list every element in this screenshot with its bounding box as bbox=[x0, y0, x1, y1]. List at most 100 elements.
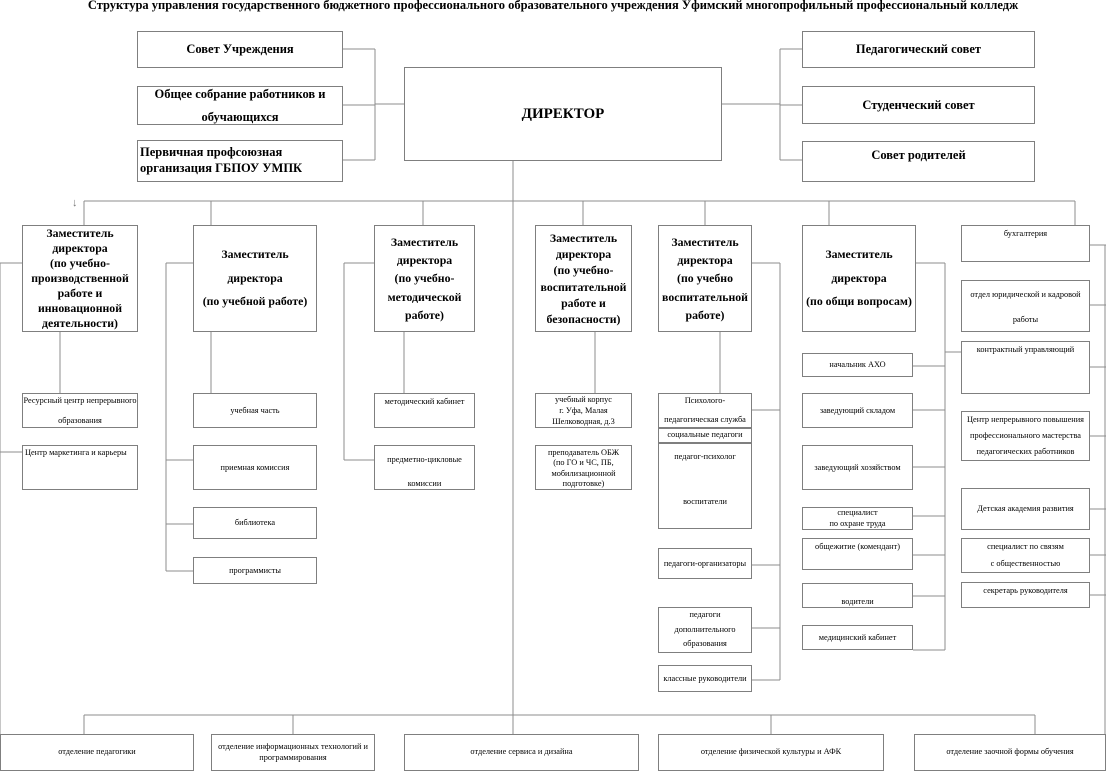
box-text-line: классные руководители bbox=[663, 673, 747, 683]
unit-d6-0: начальник АХО bbox=[802, 353, 913, 377]
box-text-line: приемная комиссия bbox=[220, 462, 290, 472]
council-left-2: Первичная профсоюзная организация ГБПОУ У… bbox=[137, 140, 343, 182]
box-text-line: водители bbox=[841, 596, 874, 606]
box-text-line: Ресурсный центр непрерывного bbox=[23, 395, 137, 405]
unit-d6-1: заведующий складом bbox=[802, 393, 913, 428]
box-text-line: работе и bbox=[561, 295, 606, 310]
box-text-line: программирования bbox=[259, 752, 327, 762]
box-text-line: Шелководная, д.3 bbox=[552, 417, 615, 427]
box-text-line: мобилизационной bbox=[551, 468, 616, 478]
box-text-line: секретарь руководителя bbox=[983, 586, 1068, 595]
box-text-line: учебный корпус bbox=[555, 394, 612, 404]
council-line: Совет Учреждения bbox=[186, 42, 294, 56]
box-text-line: воспитательной bbox=[662, 289, 748, 304]
box-text-line: педагог-психолог bbox=[674, 452, 736, 461]
box-text-line: подготовке) bbox=[562, 479, 605, 489]
unit-bottom-0: отделение педагогики bbox=[0, 734, 194, 771]
box-text-line: отделение заочной формы обучения bbox=[946, 747, 1074, 757]
box-text-line: преподаватель ОБЖ bbox=[547, 448, 620, 457]
box-text-line: работе) bbox=[685, 307, 725, 322]
unit-bottom-4: отделение заочной формы обучения bbox=[914, 734, 1106, 771]
page-title: Структура управления государственного бю… bbox=[87, 0, 1019, 12]
unit-d5-2: педагог-психолог воспитатели bbox=[658, 443, 752, 529]
box-text-line: контрактный управляющий bbox=[976, 345, 1075, 354]
deputy-1: Заместитель директора (по учебной работе… bbox=[193, 225, 317, 332]
deputy-5: Заместитель директора (по общи вопросам) bbox=[802, 225, 916, 332]
unit-d6-6: медицинский кабинет bbox=[802, 625, 913, 650]
unit-d5-5: классные руководители bbox=[658, 665, 752, 692]
box-text-line: педагоги-организаторы bbox=[663, 558, 747, 568]
box-text-line: (по учебной работе) bbox=[202, 294, 308, 309]
box-text-line: работы bbox=[1012, 314, 1039, 324]
council-line: организация ГБПОУ УМПК bbox=[140, 161, 303, 175]
unit-d5-0: Психолого-педагогическая служба bbox=[658, 393, 752, 428]
unit-d2-1: приемная комиссия bbox=[193, 445, 317, 490]
unit-d2-2: библиотека bbox=[193, 507, 317, 539]
box-text-line: (по общи вопросам) bbox=[806, 294, 912, 309]
box-text-line: Центр маркетинга и карьеры bbox=[25, 448, 127, 457]
box-text-line: Заместитель bbox=[390, 234, 459, 249]
box-text-line: Заместитель bbox=[221, 247, 289, 261]
box-text-line: директора bbox=[227, 270, 283, 285]
council-left-0: Совет Учреждения bbox=[137, 31, 343, 68]
box-text-line: производственной bbox=[31, 270, 129, 285]
unit-right-6: секретарь руководителя bbox=[961, 582, 1090, 608]
unit-d5-3: педагоги-организаторы bbox=[658, 548, 752, 579]
council-right-2: Совет родителей bbox=[802, 141, 1035, 182]
unit-right-4: Детская академия развития bbox=[961, 488, 1090, 530]
box-text-line: директора bbox=[52, 240, 108, 255]
box-text-line: педагогических работников bbox=[976, 447, 1075, 457]
box-text-line: директора bbox=[831, 270, 887, 285]
box-text-line: Психолого- bbox=[684, 396, 726, 406]
box-text-line: (по учебно- bbox=[394, 271, 455, 286]
box-text-line: (по учебно- bbox=[50, 255, 110, 270]
box-text-line: по охране труда bbox=[829, 518, 886, 528]
unit-d4-1: преподаватель ОБЖ(по ГО и ЧС, ПБ,мобилиз… bbox=[535, 445, 632, 490]
box-text-line: директора bbox=[555, 246, 612, 261]
box-text-line: Заместитель bbox=[549, 230, 618, 245]
unit-bottom-2: отделение сервиса и дизайна bbox=[404, 734, 639, 771]
box-text-line: отделение педагогики bbox=[58, 747, 136, 757]
council-right-1: Студенческий совет bbox=[802, 86, 1035, 124]
box-text-line: инновационной bbox=[37, 301, 123, 316]
unit-d6-2: заведующий хозяйством bbox=[802, 445, 913, 490]
box-text-line: медицинский кабинет bbox=[818, 632, 897, 642]
box-text-line: профессионального мастерства bbox=[970, 430, 1081, 440]
unit-right-3: Центр непрерывного повышения профессионал… bbox=[961, 411, 1090, 461]
box-text-line: Центр непрерывного повышения bbox=[967, 414, 1084, 424]
box-text-line: отделение информационных технологий и bbox=[218, 741, 368, 751]
box-text-line: отделение сервиса и дизайна bbox=[470, 747, 573, 757]
box-text-line: начальник АХО bbox=[829, 360, 886, 370]
unit-d1-1: Центр маркетинга и карьеры bbox=[22, 445, 138, 490]
unit-d5-1: социальные педагоги bbox=[658, 428, 752, 443]
box-text-line: общежитие (комендант) bbox=[815, 542, 900, 551]
unit-d2-0: учебная часть bbox=[193, 393, 317, 428]
unit-right-2: контрактный управляющий bbox=[961, 341, 1090, 394]
box-text-line: (по учебно- bbox=[553, 263, 614, 278]
council-line: Педагогический совет bbox=[855, 42, 982, 56]
box-text-line: (по ГО и ЧС, ПБ, bbox=[553, 458, 614, 468]
box-text-line: Заместитель bbox=[46, 225, 114, 240]
box-text-line: специалист по связям bbox=[987, 541, 1064, 551]
box-text-line bbox=[674, 468, 736, 490]
council-line: Первичная профсоюзная bbox=[140, 145, 283, 159]
box-text-line: педагоги bbox=[689, 610, 721, 620]
box-text-line: безопасности) bbox=[546, 312, 621, 327]
box-text-line: бухгалтерия bbox=[1003, 229, 1048, 238]
box-text-line: г. Уфа, Малая bbox=[559, 405, 608, 415]
box-text-line: заведующий хозяйством bbox=[814, 462, 901, 472]
box-text-line: методический кабинет bbox=[384, 397, 465, 406]
box-text-line: воспитательной bbox=[540, 279, 627, 294]
unit-right-0: бухгалтерия bbox=[961, 225, 1090, 262]
box-text-line: Заместитель bbox=[825, 247, 893, 261]
box-text-line: программисты bbox=[229, 565, 281, 575]
